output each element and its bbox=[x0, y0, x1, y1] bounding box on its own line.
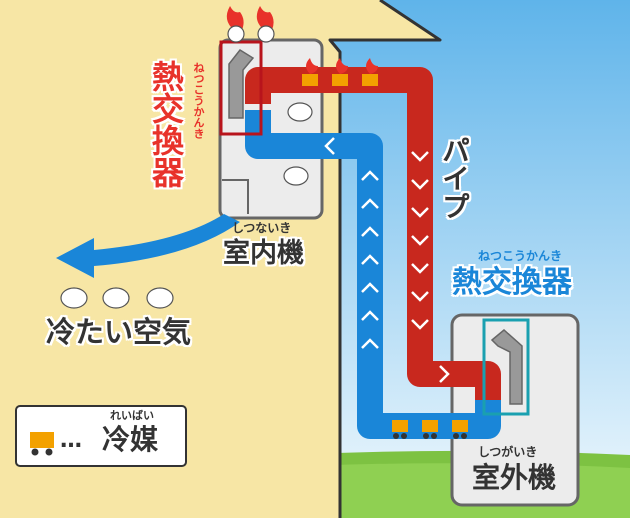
cart-icon bbox=[302, 74, 318, 86]
chevron-down-icon bbox=[411, 207, 429, 218]
indoor-hx-ruby: ねつこうかんき bbox=[192, 62, 205, 139]
cold-pipe bbox=[245, 110, 501, 439]
indoor-hx-frame bbox=[219, 40, 263, 136]
outdoor-unit-label: 室外機 bbox=[472, 461, 557, 494]
outdoor-hx-label: 熱交換器 bbox=[452, 265, 572, 300]
cart-icon bbox=[392, 420, 408, 432]
flame-icon bbox=[366, 58, 378, 74]
pipe-label: パイプ bbox=[438, 136, 471, 220]
flame-icon bbox=[336, 58, 348, 74]
indoor-unit-label: 室内機 bbox=[223, 238, 304, 269]
cold-air-label: 冷たい空気 bbox=[46, 315, 192, 349]
chevron-down-icon bbox=[411, 263, 429, 274]
flame-icons-pipe bbox=[306, 58, 378, 74]
indoor-hx-label: 熱交換器 bbox=[147, 60, 185, 188]
chevron-up-icon bbox=[361, 170, 379, 181]
chevron-up-icon bbox=[361, 338, 379, 349]
flame-icon bbox=[306, 58, 318, 74]
legend-cart-icon bbox=[30, 432, 54, 448]
legend-ruby: れいばい bbox=[110, 409, 154, 422]
cloud-characters-indoor bbox=[283, 102, 313, 186]
cloud-character-icon bbox=[146, 287, 174, 309]
roof-outline bbox=[328, 0, 442, 518]
refrigerant-carts-hot bbox=[302, 74, 378, 86]
chevron-down-icon bbox=[411, 151, 429, 162]
cart-icon bbox=[362, 74, 378, 86]
legend-label: 冷媒 bbox=[102, 423, 159, 456]
cloud-character-icon bbox=[102, 287, 130, 309]
chevron-up-icon bbox=[361, 310, 379, 321]
outdoor-unit-ruby: しつがいき bbox=[478, 445, 538, 459]
flame-characters-top bbox=[226, 6, 275, 43]
chevron-down-icon bbox=[411, 291, 429, 302]
cart-icon bbox=[422, 420, 438, 432]
house-wall bbox=[0, 0, 440, 518]
chevron-left-icon bbox=[324, 137, 335, 155]
chevron-down-icon bbox=[411, 235, 429, 246]
outdoor-hx-coil bbox=[490, 329, 523, 405]
outdoor-hx-frame bbox=[482, 318, 530, 416]
cloud-character-icon bbox=[283, 166, 309, 186]
cold-flow-chevrons bbox=[324, 137, 379, 349]
chevron-right-icon bbox=[439, 365, 450, 383]
indoor-hx-coil bbox=[228, 49, 255, 119]
chevron-up-icon bbox=[361, 254, 379, 265]
legend-dots: … bbox=[60, 428, 82, 453]
hot-flow-chevrons bbox=[411, 151, 450, 383]
refrigerant-carts-cold bbox=[392, 420, 468, 439]
chevron-down-icon bbox=[411, 179, 429, 190]
cart-icon bbox=[452, 420, 468, 432]
hot-pipe bbox=[245, 67, 501, 400]
legend-box bbox=[15, 405, 187, 467]
indoor-unit-ruby: しつないき bbox=[232, 221, 292, 235]
outdoor-hx-ruby: ねつこうかんき bbox=[478, 249, 563, 263]
chevron-up-icon bbox=[361, 226, 379, 237]
cloud-characters-cold-air bbox=[60, 287, 174, 309]
curved-arrow-left-icon bbox=[56, 214, 240, 278]
indoor-unit-corner bbox=[222, 179, 249, 214]
cart-icon bbox=[332, 74, 348, 86]
flame-character-icon bbox=[226, 6, 244, 30]
cloud-character-icon bbox=[287, 102, 313, 122]
chevron-up-icon bbox=[361, 282, 379, 293]
chevron-down-icon bbox=[411, 319, 429, 330]
chevron-up-icon bbox=[361, 198, 379, 209]
cloud-character-icon bbox=[60, 287, 88, 309]
flame-character-icon bbox=[256, 6, 274, 30]
